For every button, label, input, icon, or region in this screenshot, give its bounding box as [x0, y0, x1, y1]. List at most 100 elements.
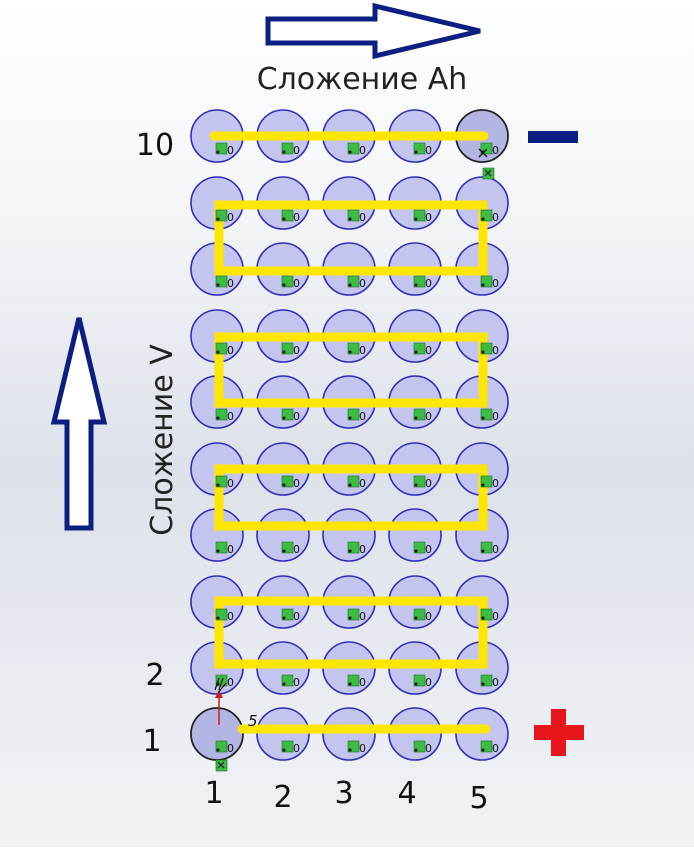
battery-cell [388, 707, 442, 761]
plus-terminal-icon [534, 709, 584, 756]
cell-tag-label: 0 [425, 344, 432, 357]
cell-tag-label: 0 [492, 610, 499, 623]
column-label-2: 2 [273, 780, 292, 815]
cell-tag-icon: 0 [413, 342, 432, 357]
cell-tag-label: 0 [227, 211, 234, 224]
cell-tag-label: 0 [492, 477, 499, 490]
cell-tag-icon: 0 [347, 674, 366, 689]
cell-tag-icon: 0 [347, 275, 366, 290]
cell-tag-label: 0 [359, 742, 366, 755]
cell-tag-label: 0 [359, 277, 366, 290]
cell-tag-icon: 0 [413, 209, 432, 224]
cell-tag-label: 0 [492, 742, 499, 755]
yellow-connector-strip [214, 332, 488, 408]
cell-tag-icon: 0 [215, 740, 234, 755]
cell-tag-label: 0 [359, 610, 366, 623]
cell-tag-icon: 0 [281, 608, 300, 623]
yellow-connector-strip [214, 596, 488, 669]
cell-tag-label: 0 [359, 676, 366, 689]
yellow-connector-strip [214, 464, 488, 531]
cell-tag-icon: 0 [480, 408, 499, 423]
cell-tag-label: 0 [293, 211, 300, 224]
cell-tag-label: 0 [425, 477, 432, 490]
minus-terminal-icon [528, 131, 578, 143]
cell-tag-icon: 0 [347, 209, 366, 224]
cell-tag-icon: 0 [281, 342, 300, 357]
cell-tag-label: 0 [359, 543, 366, 556]
cell-tag-label: 0 [359, 211, 366, 224]
column-label-5: 5 [469, 781, 488, 816]
cell-tag-icon: 0 [215, 209, 234, 224]
connector-strips [209, 131, 491, 734]
cell-tag-label: 0 [492, 144, 499, 157]
cell-tag-label: 0 [293, 410, 300, 423]
cell-tag-icon: 0 [215, 408, 234, 423]
cell-tag-label: 0 [227, 477, 234, 490]
cell-tag-label: 0 [492, 676, 499, 689]
cell-tag-icon: 0 [215, 342, 234, 357]
cell-tag-label: 0 [492, 344, 499, 357]
cell-tag-icon: 0 [215, 475, 234, 490]
cell-tag-label: 0 [425, 610, 432, 623]
cell-tag-label: 0 [425, 211, 432, 224]
cell-tag-label: 0 [293, 344, 300, 357]
cell-tag-label: 0 [492, 410, 499, 423]
cell-tag-icon: 0 [347, 541, 366, 556]
cell-tag-label: 0 [227, 410, 234, 423]
cell-tag-icon: 0 [215, 541, 234, 556]
cell-tag-icon: 0 [480, 342, 499, 357]
cell-tag-icon: 0 [413, 142, 432, 157]
cell-tag-icon: 0 [480, 674, 499, 689]
v-arrow-icon [50, 317, 108, 531]
cell-tag-icon: 0 [413, 408, 432, 423]
cell-tag-icon: 0 [281, 408, 300, 423]
cell-tag-label: 0 [425, 742, 432, 755]
cell-tag-label: 0 [425, 277, 432, 290]
cell-tag-label: 0 [293, 477, 300, 490]
marker-tag: 5 [248, 712, 258, 730]
cell-tag-label: 0 [359, 144, 366, 157]
cell-tag-icon: 0 [480, 275, 499, 290]
battery-cell [455, 707, 509, 761]
cell-tag-label: 0 [293, 543, 300, 556]
cell-tag-icon: 0 [413, 674, 432, 689]
cell-tag-icon: 0 [281, 142, 300, 157]
cell-tag-icon [482, 167, 495, 180]
cell-tag-icon: 0 [281, 674, 300, 689]
cell-tag-icon [215, 759, 228, 772]
cell-tag-icon: 0 [413, 740, 432, 755]
row-label-1: 1 [142, 724, 161, 759]
cell-tag-icon: 0 [480, 608, 499, 623]
cell-tag-label: 0 [227, 277, 234, 290]
cell-tag-icon: 0 [347, 740, 366, 755]
cell-tag-icon: 0 [347, 408, 366, 423]
cell-tag-icon: 0 [347, 475, 366, 490]
cell-tag-label: 0 [227, 742, 234, 755]
red-pointer-icon [214, 677, 227, 725]
cell-tag-icon: 0 [281, 275, 300, 290]
yellow-connector-strip [214, 200, 488, 276]
cell-tag-icon: 0 [347, 142, 366, 157]
cell-tag-label: 0 [425, 676, 432, 689]
cell-tag-icon: 0 [281, 740, 300, 755]
cell-tag-icon: 0 [413, 275, 432, 290]
column-label-1: 1 [204, 776, 223, 811]
cell-tag-label: 0 [227, 610, 234, 623]
cell-tag-label: 0 [425, 144, 432, 157]
cell-tag-icon: 0 [347, 342, 366, 357]
cell-tag-icon: 0 [281, 475, 300, 490]
cell-tag-label: 0 [293, 610, 300, 623]
ah-arrow-icon [265, 2, 481, 60]
cell-tag-label: 0 [359, 477, 366, 490]
cell-tag-label: 0 [293, 742, 300, 755]
cell-tag-icon: 0 [215, 142, 234, 157]
cell-tag-icon: 0 [413, 608, 432, 623]
cell-tag-label: 0 [359, 344, 366, 357]
cell-tag-label: 0 [227, 676, 234, 689]
cell-tag-label: 0 [293, 144, 300, 157]
cell-tag-label: 0 [227, 344, 234, 357]
cell-tag-label: 0 [425, 410, 432, 423]
cell-tag-icon: 0 [281, 541, 300, 556]
